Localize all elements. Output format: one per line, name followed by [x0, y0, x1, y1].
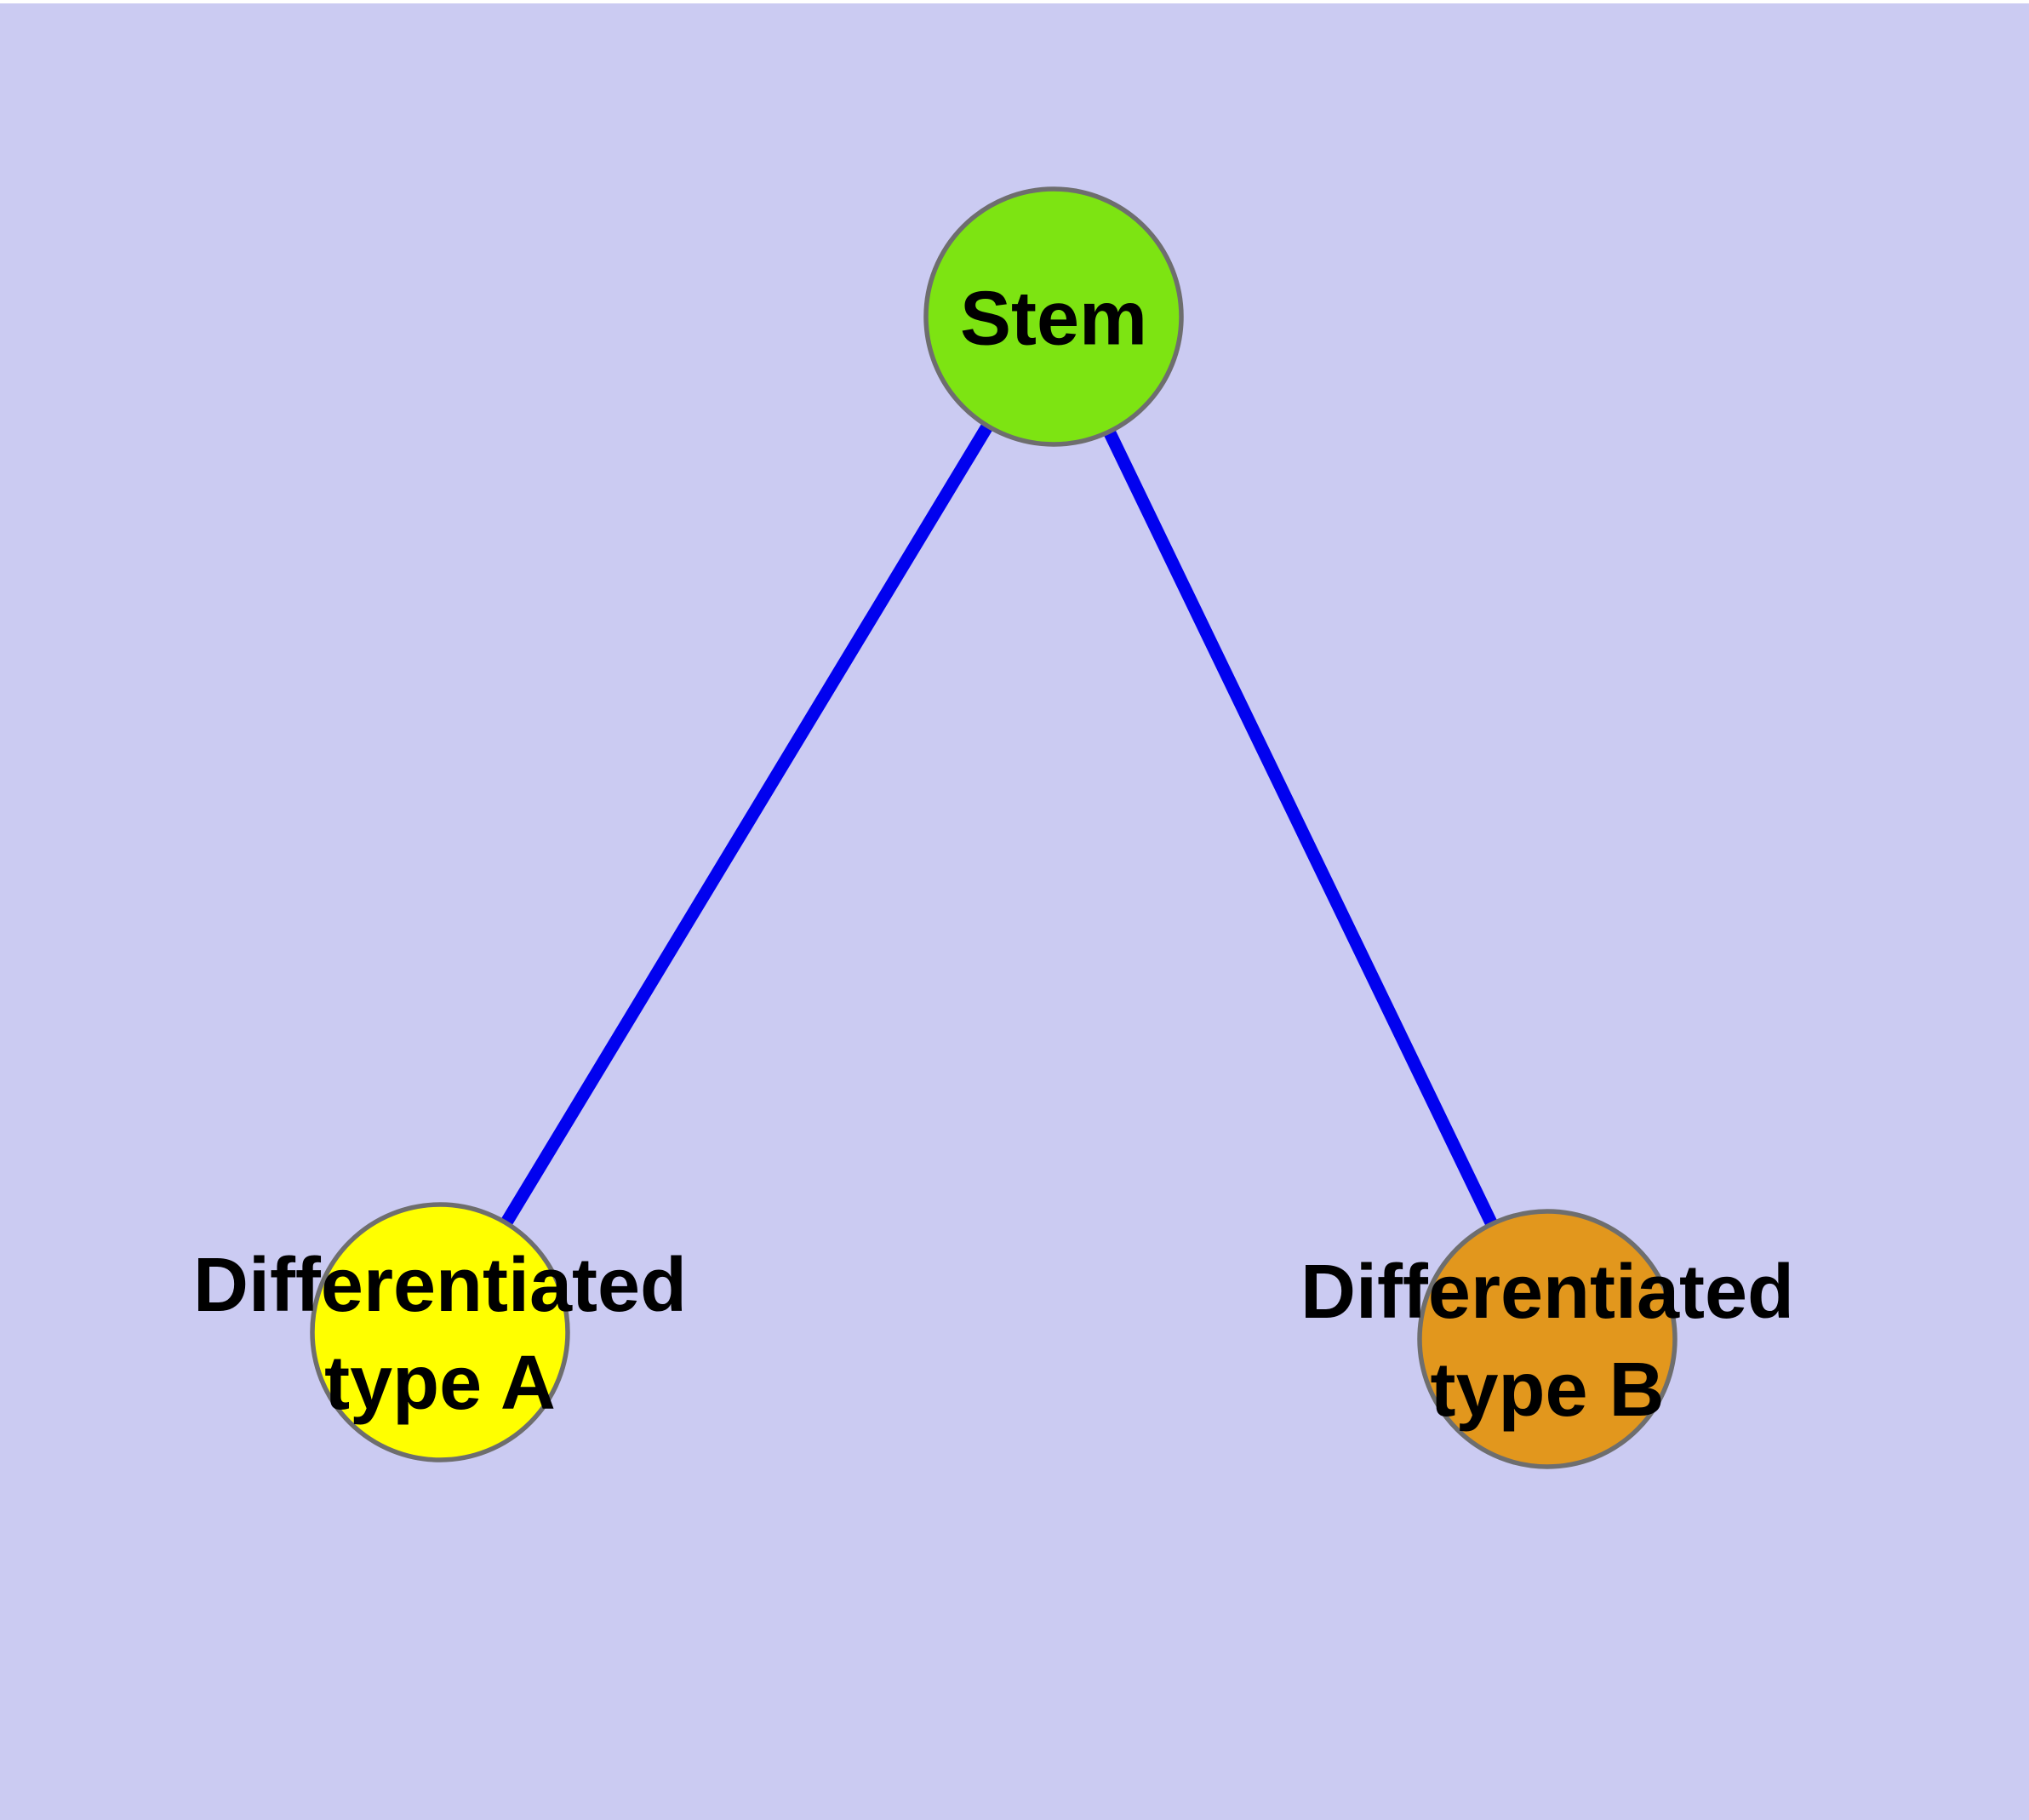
node-label-line: type B	[1430, 1348, 1664, 1433]
edge-stem-type-b	[1048, 313, 1553, 1342]
node-label-line: Differentiated	[193, 1243, 687, 1328]
node-label-stem: Stem	[960, 276, 1147, 361]
node-label-line: Differentiated	[1300, 1250, 1794, 1335]
edge-stem-type-a	[434, 313, 1060, 1336]
node-label-type-a: Differentiated type A	[193, 1243, 687, 1426]
nodes-layer	[310, 186, 1677, 1469]
node-type-b	[1417, 1209, 1677, 1469]
node-stem	[923, 186, 1184, 447]
node-label-type-b: Differentiated type B	[1300, 1250, 1794, 1433]
edges-layer	[434, 313, 1553, 1342]
node-label-line: Stem	[960, 276, 1147, 361]
node-type-a	[310, 1202, 570, 1462]
node-label-line: type A	[324, 1341, 556, 1426]
